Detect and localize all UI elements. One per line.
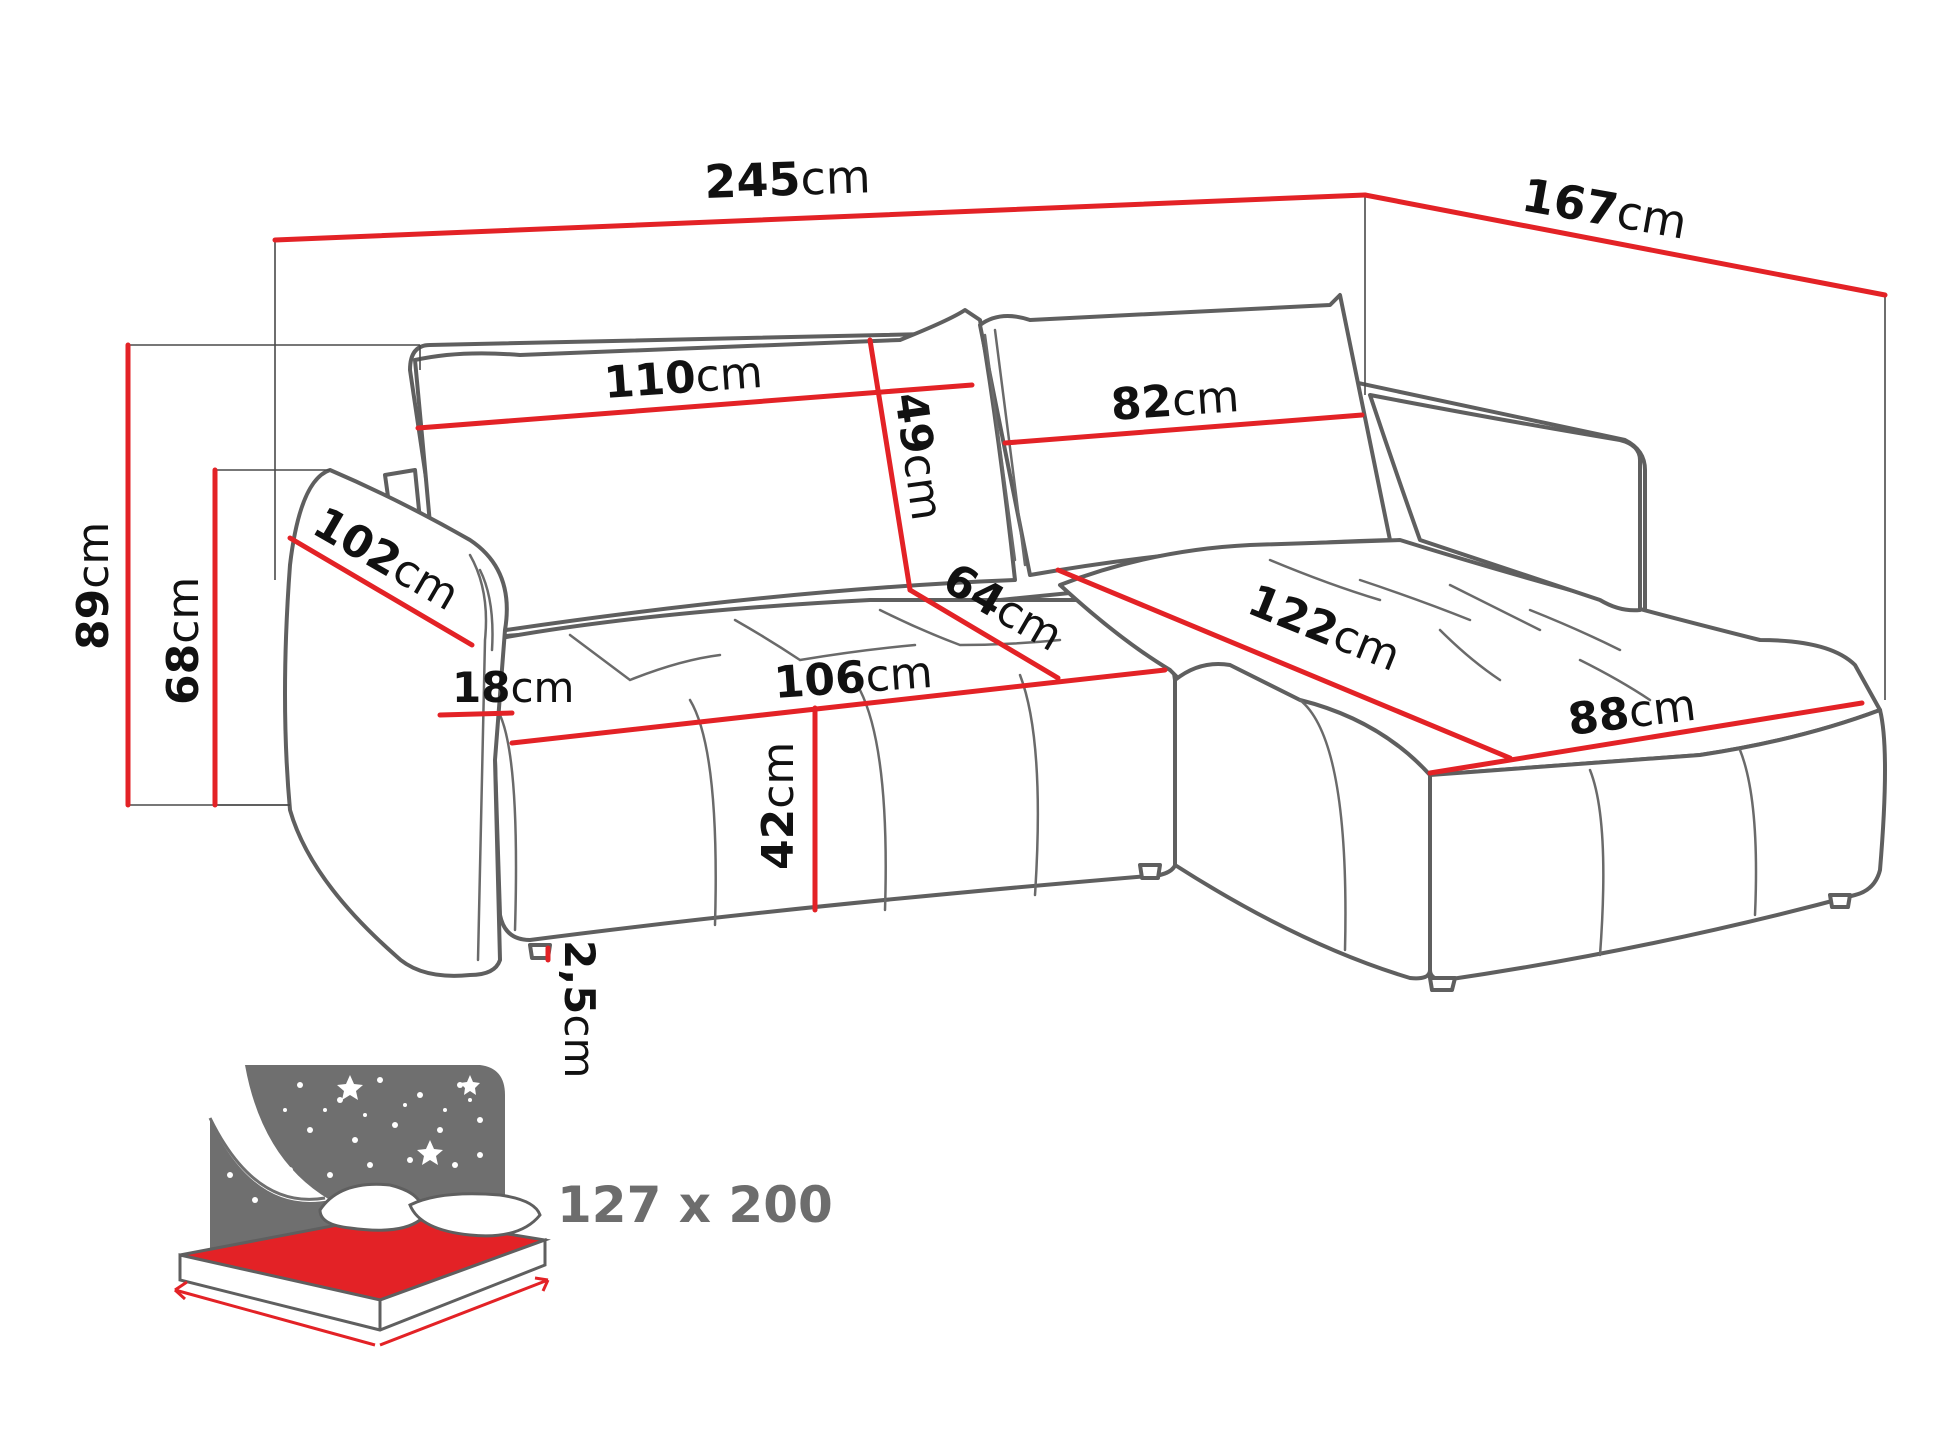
dim-line-167 — [1362, 192, 1888, 298]
label-167: 167cm — [1518, 168, 1691, 250]
label-106: 106cm — [772, 647, 934, 709]
main-seat — [488, 598, 1178, 942]
sleeping-area-size: 127 x 200 — [557, 1176, 833, 1234]
dim-line-122 — [1055, 567, 1513, 761]
dim-line-245 — [272, 192, 1368, 243]
right-armrest — [1368, 393, 1642, 613]
dim-line-102 — [287, 535, 475, 648]
dim-line-82 — [1002, 412, 1365, 446]
dim-line-49 — [867, 337, 913, 593]
label-2-5: 2,5cm — [555, 940, 604, 1078]
dim-line-106 — [509, 667, 1168, 746]
label-68: 68cm — [158, 577, 209, 705]
label-49: 49cm — [884, 389, 952, 523]
sofa-illustration — [283, 293, 1887, 992]
stars-icon — [227, 1075, 483, 1203]
dim-line-18 — [437, 710, 515, 718]
left-armrest — [283, 468, 509, 978]
chaise-end — [1428, 708, 1887, 982]
right-back-cushion — [978, 293, 1392, 577]
bed-night-icon — [173, 1065, 551, 1347]
dim-line-64 — [907, 587, 1061, 681]
extension-lines — [128, 195, 1886, 806]
label-88: 88cm — [1565, 680, 1699, 746]
label-42: 42cm — [753, 742, 804, 870]
label-245: 245cm — [703, 149, 871, 209]
dimension-lines — [125, 192, 1888, 963]
dimension-labels: 245cm 167cm 110cm 49cm 82cm 102cm 89cm 6… — [68, 149, 1699, 1078]
label-89: 89cm — [68, 522, 119, 650]
dim-line-88 — [1427, 700, 1865, 776]
label-82: 82cm — [1109, 371, 1241, 431]
label-110: 110cm — [602, 347, 764, 409]
label-18: 18cm — [452, 663, 574, 712]
